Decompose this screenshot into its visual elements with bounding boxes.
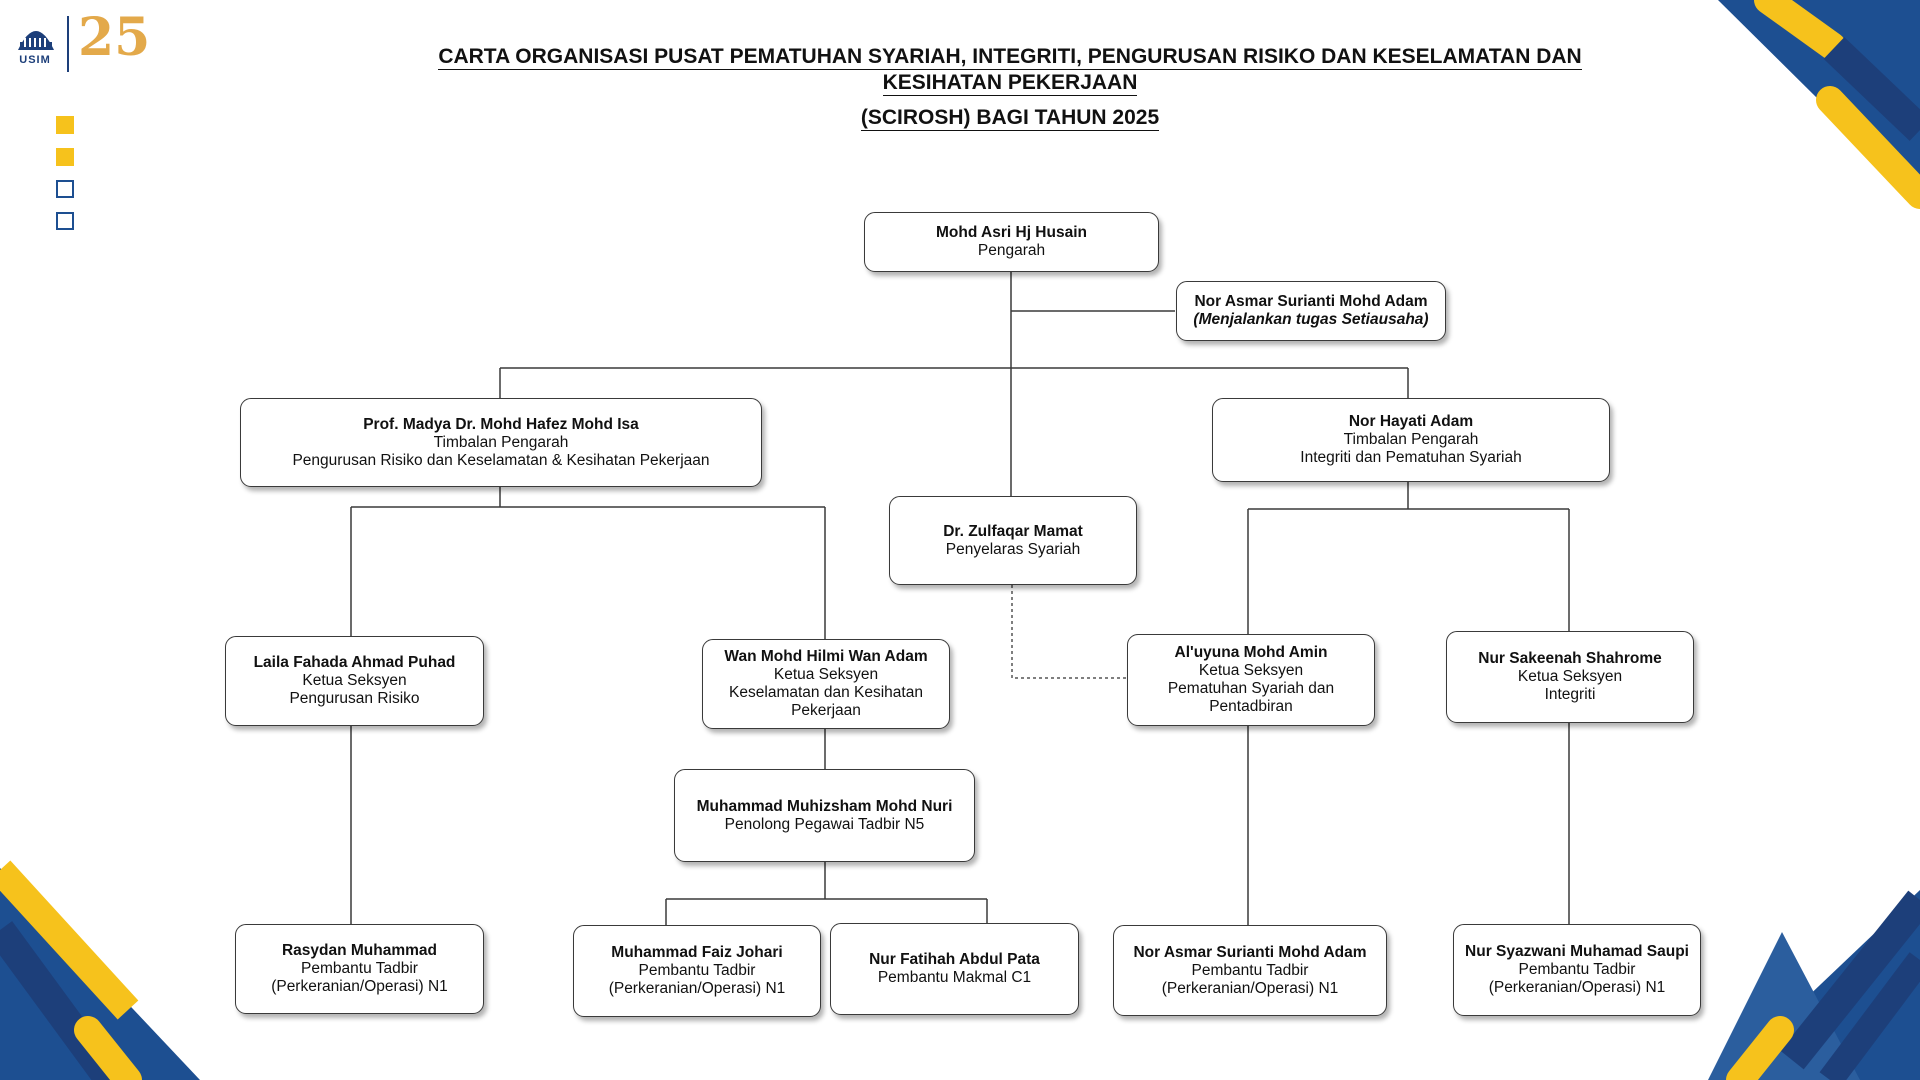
node-name: Nor Asmar Surianti Mohd Adam: [1133, 943, 1367, 961]
node-role: Pengarah: [977, 242, 1046, 259]
node-role: Penolong Pegawai Tadbir N5: [724, 815, 925, 833]
title-line-2: KESIHATAN PEKERJAAN: [882, 71, 1138, 96]
org-node-ketua-keselamatan: Wan Mohd Hilmi Wan Adam Ketua Seksyen Ke…: [702, 639, 950, 729]
node-role-line-2: Keselamatan dan Kesihatan: [729, 684, 923, 701]
node-role: Timbalan Pengarah: [1343, 431, 1479, 448]
logo-divider: [67, 16, 69, 72]
node-role-line-2: (Perkeranian/Operasi) N1: [608, 980, 786, 997]
node-role: Ketua Seksyen: [773, 666, 879, 683]
chart-title: CARTA ORGANISASI PUSAT PEMATUHAN SYARIAH…: [410, 44, 1610, 131]
bullet-square-filled: [56, 116, 74, 134]
org-node-penyelaras: Dr. Zulfaqar Mamat Penyelaras Syariah: [889, 496, 1137, 585]
dotted-connector: [1011, 585, 1127, 679]
org-node-timbalan-risiko: Prof. Madya Dr. Mohd Hafez Mohd Isa Timb…: [240, 398, 762, 487]
node-role: Pembantu Tadbir: [1518, 961, 1636, 978]
org-node-penolong: Muhammad Muhizsham Mohd Nuri Penolong Pe…: [674, 769, 975, 862]
header-logos: USIM 25: [12, 8, 150, 74]
node-name: Nur Syazwani Muhamad Saupi: [1465, 943, 1689, 960]
org-node-rasydan: Rasydan Muhammad Pembantu Tadbir (Perker…: [235, 924, 484, 1014]
node-role-line-2: Pengurusan Risiko: [289, 690, 420, 707]
node-name: Prof. Madya Dr. Mohd Hafez Mohd Isa: [363, 415, 639, 433]
node-name: Muhammad Faiz Johari: [611, 944, 783, 961]
node-name: Nur Fatihah Abdul Pata: [869, 951, 1040, 968]
org-node-faiz: Muhammad Faiz Johari Pembantu Tadbir (Pe…: [573, 925, 821, 1017]
bullet-square-outline: [56, 212, 74, 230]
title-line-1: CARTA ORGANISASI PUSAT PEMATUHAN SYARIAH…: [438, 45, 1582, 70]
node-role-line-2: Integriti: [1544, 686, 1596, 703]
node-name: Rasydan Muhammad: [281, 942, 438, 959]
org-node-setiausaha: Nor Asmar Surianti Mohd Adam (Menjalanka…: [1176, 281, 1446, 341]
bullet-square-filled: [56, 148, 74, 166]
node-role-line-2: (Perkeranian/Operasi) N1: [1161, 979, 1339, 997]
org-node-ketua-integriti: Nur Sakeenah Shahrome Ketua Seksyen Inte…: [1446, 631, 1694, 723]
node-role-line-2: Pengurusan Risiko dan Keselamatan & Kesi…: [292, 451, 710, 469]
node-role-line-2: (Perkeranian/Operasi) N1: [271, 978, 448, 995]
anniversary-logo: 25: [78, 7, 151, 68]
node-role: Ketua Seksyen: [302, 672, 407, 689]
node-role-line-2: Integriti dan Pematuhan Syariah: [1300, 449, 1522, 466]
node-role: Pembantu Tadbir: [301, 960, 418, 977]
node-role: (Menjalankan tugas Setiausaha): [1193, 311, 1429, 328]
node-role: Pembantu Makmal C1: [877, 969, 1032, 986]
node-name: Nor Asmar Surianti Mohd Adam: [1194, 293, 1428, 310]
node-role: Pembantu Tadbir: [638, 962, 756, 979]
node-name: Laila Fahada Ahmad Puhad: [253, 654, 456, 671]
org-node-ketua-risiko: Laila Fahada Ahmad Puhad Ketua Seksyen P…: [225, 636, 484, 726]
org-node-fatihah: Nur Fatihah Abdul Pata Pembantu Makmal C…: [830, 923, 1079, 1015]
node-role: Timbalan Pengarah: [433, 433, 569, 451]
org-node-timbalan-integriti: Nor Hayati Adam Timbalan Pengarah Integr…: [1212, 398, 1610, 482]
node-role-line-3: Pekerjaan: [791, 702, 861, 719]
org-node-syazwani: Nur Syazwani Muhamad Saupi Pembantu Tadb…: [1453, 924, 1701, 1016]
node-role-line-2: (Perkeranian/Operasi) N1: [1488, 979, 1666, 996]
node-role: Penyelaras Syariah: [945, 540, 1081, 558]
usim-logo-icon: [18, 31, 54, 50]
node-name: Nur Sakeenah Shahrome: [1478, 650, 1662, 667]
title-line-3: (SCIROSH) BAGI TAHUN 2025: [860, 106, 1160, 131]
node-name: Wan Mohd Hilmi Wan Adam: [724, 648, 928, 665]
node-name: Al'uyuna Mohd Amin: [1174, 644, 1328, 661]
node-name: Mohd Asri Hj Husain: [936, 224, 1087, 241]
org-node-ketua-pematuhan: Al'uyuna Mohd Amin Ketua Seksyen Pematuh…: [1127, 634, 1375, 726]
node-name: Nor Hayati Adam: [1348, 413, 1474, 430]
node-name: Muhammad Muhizsham Mohd Nuri: [696, 797, 953, 815]
org-node-asmar: Nor Asmar Surianti Mohd Adam Pembantu Ta…: [1113, 925, 1387, 1016]
node-role-line-2: Pematuhan Syariah dan: [1167, 680, 1335, 697]
org-node-pengarah: Mohd Asri Hj Husain Pengarah: [864, 212, 1159, 272]
node-name: Dr. Zulfaqar Mamat: [943, 522, 1083, 540]
usim-wordmark: USIM: [19, 54, 51, 66]
node-role-line-3: Pentadbiran: [1209, 698, 1293, 715]
bullet-square-outline: [56, 180, 74, 198]
node-role: Pembantu Tadbir: [1191, 961, 1309, 979]
node-role: Ketua Seksyen: [1198, 662, 1304, 679]
node-role: Ketua Seksyen: [1517, 668, 1623, 685]
